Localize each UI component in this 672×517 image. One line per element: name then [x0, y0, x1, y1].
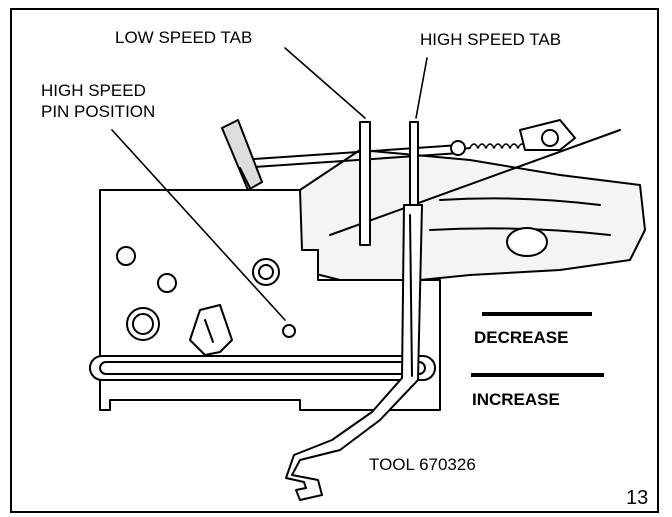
hole — [157, 273, 177, 293]
high-speed-tab — [409, 121, 419, 211]
decrease-bar — [482, 312, 592, 316]
decrease-label: DECREASE — [474, 328, 569, 347]
leader-low-speed — [284, 47, 366, 119]
adjustment-tool — [285, 204, 423, 501]
leader-high-speed — [415, 57, 428, 119]
governor-housing — [299, 149, 646, 281]
high-speed-pin-label-line1: HIGH SPEED — [41, 81, 146, 100]
slotted-tab — [189, 304, 233, 356]
low-speed-tab-label: LOW SPEED TAB — [115, 28, 253, 47]
high-speed-pin-label-line2: PIN POSITION — [41, 102, 156, 121]
figure-number: 13 — [626, 487, 649, 509]
leader-pin — [111, 129, 286, 321]
high-speed-pin-hole — [282, 324, 296, 338]
throttle-lever — [221, 119, 263, 191]
high-speed-tab-label: HIGH SPEED TAB — [420, 30, 562, 49]
low-speed-tab — [359, 121, 371, 246]
increase-bar — [471, 373, 604, 377]
increase-label: INCREASE — [472, 390, 560, 409]
hole — [116, 246, 136, 266]
tool-label: TOOL 670326 — [369, 455, 476, 474]
linkage-rod — [239, 144, 461, 161]
